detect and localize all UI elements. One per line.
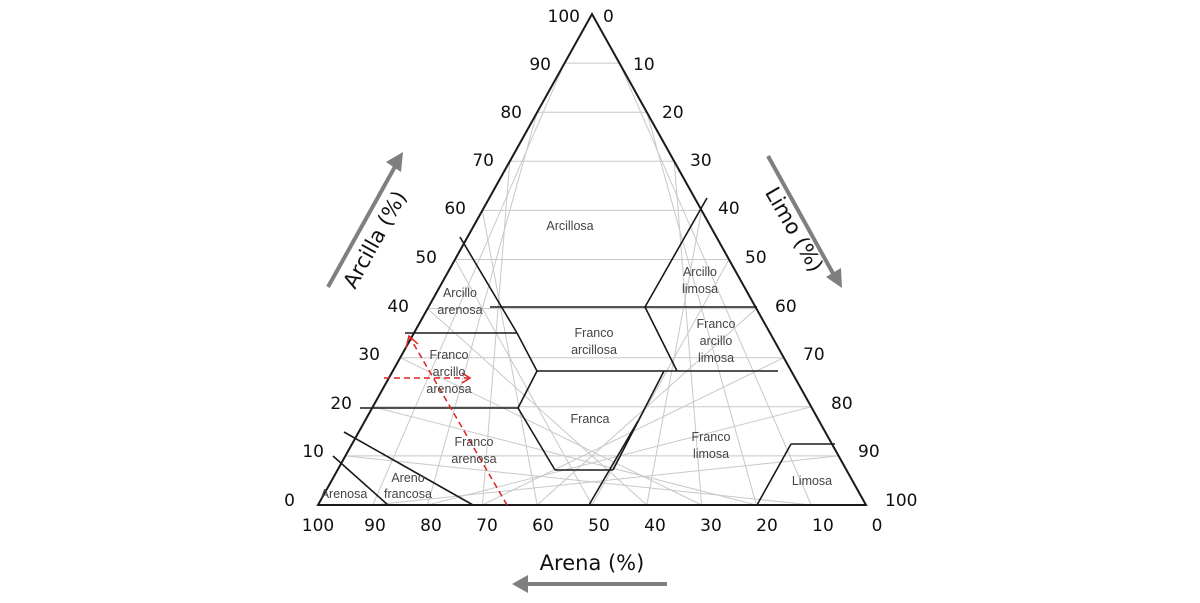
region-label-franca: Franca <box>571 412 610 426</box>
clay-arrowhead-icon <box>386 152 403 172</box>
sand-tick: 0 <box>872 516 883 536</box>
grid-line <box>345 455 812 506</box>
grid-line <box>591 259 730 506</box>
sand-tick: 40 <box>644 516 666 536</box>
silt-direction-arrow <box>766 155 837 278</box>
grid-line <box>454 259 593 506</box>
silt-axis-title: Limo (%) <box>760 183 828 276</box>
sand-axis-title-group: Arena (%) <box>512 551 667 593</box>
texture-boundary <box>517 370 538 409</box>
silt-tick: 100 <box>885 491 917 511</box>
region-label-arenosa: Arenosa <box>321 487 368 501</box>
clay-tick: 80 <box>500 103 522 123</box>
triangle-outline <box>316 11 868 506</box>
region-label-limosa: Limosa <box>792 474 832 488</box>
clay-tick: 50 <box>415 248 437 268</box>
grid-line <box>399 357 702 506</box>
texture-boundary <box>332 455 389 506</box>
silt-tick: 70 <box>803 345 825 365</box>
sand-tick: 90 <box>364 516 386 536</box>
silt-tick: 60 <box>775 297 797 317</box>
sand-tick: 20 <box>756 516 778 536</box>
grid-line <box>427 308 648 506</box>
sand-tick: 80 <box>420 516 442 536</box>
guide-arrowhead-icon <box>461 372 472 384</box>
clay-tick: 10 <box>302 442 324 462</box>
grid-line <box>372 406 757 506</box>
texture-boundary <box>644 306 678 372</box>
clay-tick: 70 <box>472 151 494 171</box>
grid-lines <box>345 62 839 506</box>
region-label-arcillosa: Arcillosa <box>546 219 593 233</box>
silt-axis-title-group: Limo (%) <box>760 155 842 288</box>
texture-boundary <box>644 197 708 308</box>
clay-tick: 100 <box>548 7 580 27</box>
texture-boundary <box>517 407 556 471</box>
grid-line <box>618 62 812 506</box>
silt-tick: 50 <box>745 248 767 268</box>
grid-line <box>673 161 703 506</box>
reading-guide <box>384 334 508 506</box>
sand-ticks: 100 90 80 70 60 50 40 30 20 10 0 <box>302 516 883 536</box>
guide-line-sand <box>408 335 508 506</box>
clay-tick: 30 <box>358 345 380 365</box>
clay-tick: 90 <box>529 55 551 75</box>
clay-tick: 20 <box>330 394 352 414</box>
grid-line <box>646 112 757 506</box>
sand-axis-title: Arena (%) <box>540 551 645 575</box>
silt-tick: 80 <box>831 394 853 414</box>
silt-tick: 0 <box>603 7 614 27</box>
sand-tick: 100 <box>302 516 334 536</box>
clay-direction-arrow <box>326 162 399 288</box>
silt-tick: 30 <box>690 151 712 171</box>
sand-arrowhead-icon <box>512 575 528 593</box>
clay-ticks: 100 90 80 70 60 50 40 30 20 10 0 <box>284 7 580 511</box>
texture-boundaries <box>332 197 835 506</box>
clay-axis-title-group: Arcilla (%) <box>326 152 411 292</box>
sand-tick: 70 <box>476 516 498 536</box>
texture-boundary <box>343 431 474 506</box>
clay-tick: 40 <box>387 297 409 317</box>
texture-boundary <box>516 332 538 372</box>
silt-ticks: 0 10 20 30 40 50 60 70 80 90 100 <box>603 7 917 511</box>
texture-boundary <box>588 420 639 506</box>
sand-tick: 60 <box>532 516 554 536</box>
silt-tick: 40 <box>718 199 740 219</box>
clay-tick: 60 <box>444 199 466 219</box>
silt-tick: 10 <box>633 55 655 75</box>
guide-arrowhead-icon <box>405 334 419 349</box>
silt-tick: 20 <box>662 103 684 123</box>
texture-boundary <box>459 236 518 334</box>
silt-tick: 90 <box>858 442 880 462</box>
sand-tick: 10 <box>812 516 834 536</box>
sand-tick: 50 <box>588 516 610 536</box>
grid-line <box>646 210 703 506</box>
silt-arrowhead-icon <box>826 268 842 288</box>
texture-boundary <box>612 370 665 471</box>
texture-boundary <box>756 443 792 506</box>
sand-tick: 30 <box>700 516 722 536</box>
clay-tick: 0 <box>284 491 295 511</box>
